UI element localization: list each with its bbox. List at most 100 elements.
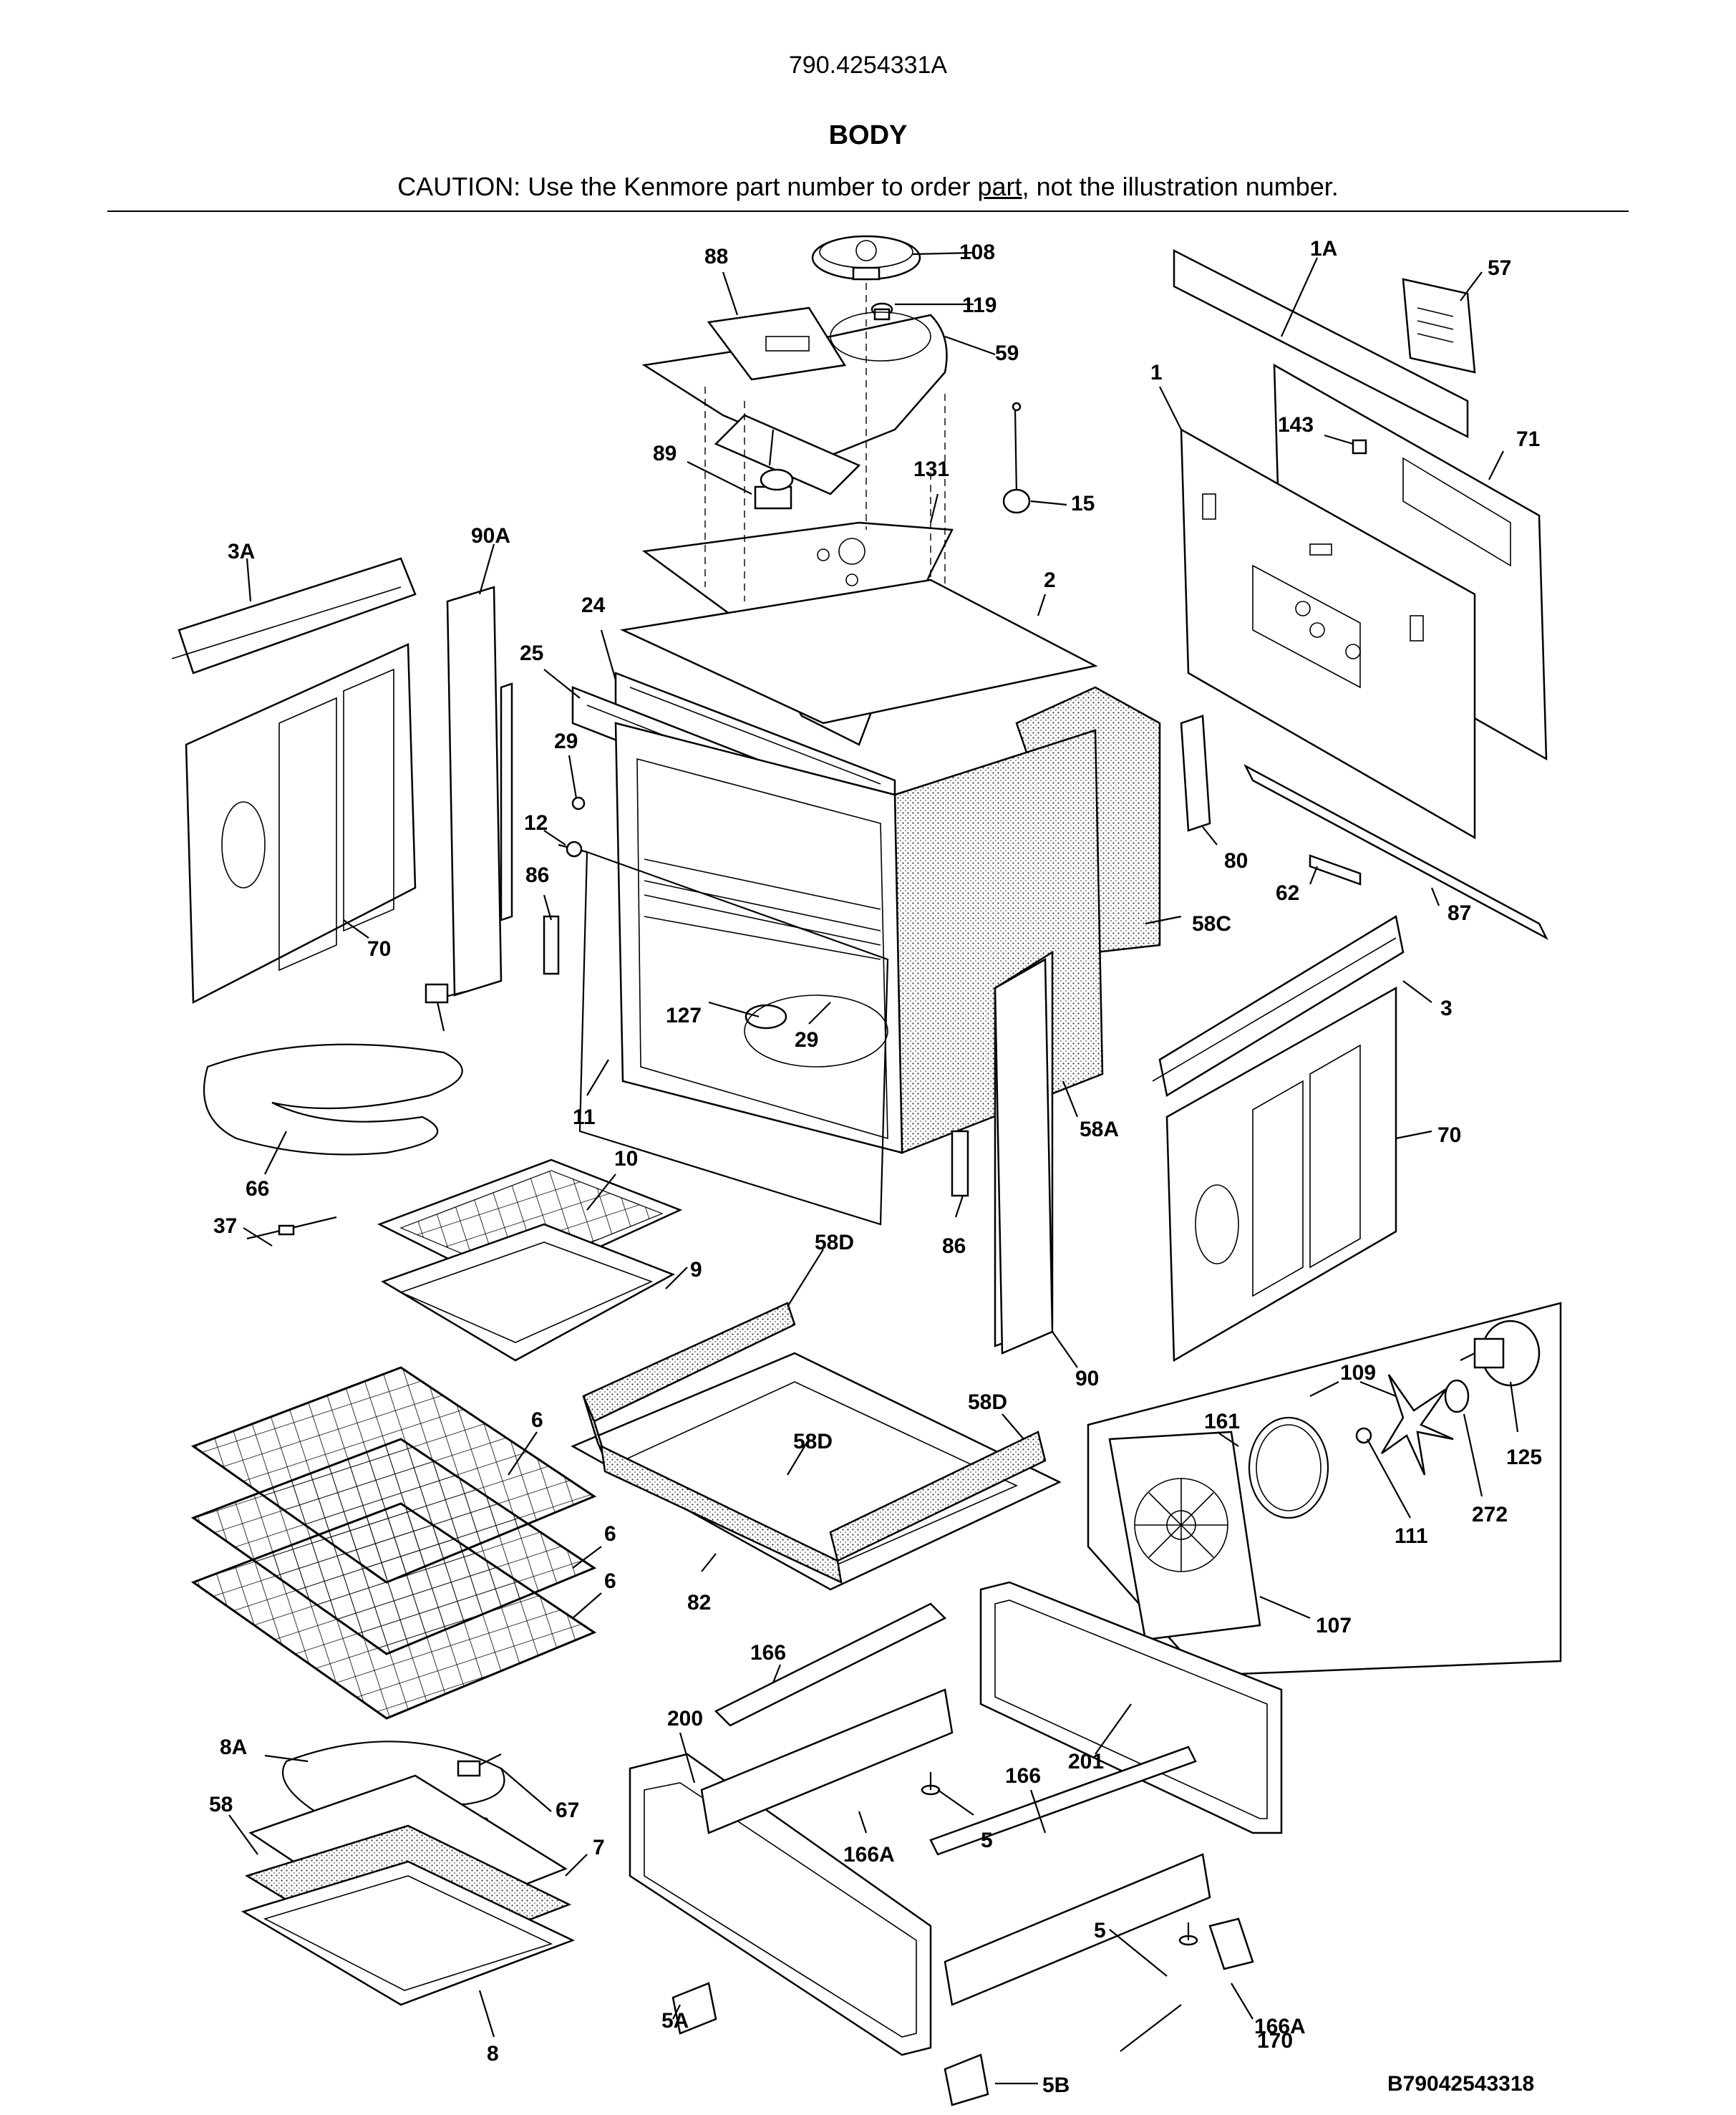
broil-element-66 [203,983,466,1156]
callout-12: 12 [524,811,548,835]
broil-pan-9 [381,1223,675,1362]
callout-25: 25 [520,642,543,665]
callout-127: 127 [666,1004,702,1027]
callout-7: 7 [593,1836,605,1859]
bracket-80 [1180,715,1211,832]
page-title: BODY [828,120,908,150]
callout-107: 107 [1316,1614,1352,1637]
callout-108: 108 [959,241,995,264]
callout-143: 143 [1278,413,1314,437]
cavity-top-panel-2 [619,579,1098,725]
callout-10: 10 [614,1147,638,1171]
callout-86-a: 86 [525,863,549,887]
callout-66: 66 [246,1177,269,1201]
fan-spacer-119 [871,302,893,321]
bracket-143 [1352,439,1367,455]
vent-cover-57 [1402,278,1476,374]
callout-71: 71 [1516,427,1540,451]
callout-3A: 3A [228,540,255,563]
fan-blade-109 [1380,1374,1454,1476]
callout-166A-a: 166A [843,1843,895,1867]
callout-1A: 1A [1310,237,1337,261]
callout-11: 11 [573,1105,596,1129]
callout-67: 67 [556,1799,579,1822]
caution-note: CAUTION: Use the Kenmore part number to … [0,172,1736,202]
callout-5-a: 5 [981,1829,993,1852]
top-rail-1A [1173,248,1469,439]
sensor-37 [246,1216,337,1240]
fan-cover-107 [1108,1431,1261,1641]
bottom-cover-8 [241,1860,576,2006]
callout-24: 24 [581,594,606,617]
terminal-block-62 [1309,854,1362,886]
side-panel-70-right [1165,986,1397,1363]
spacer-272 [1444,1379,1470,1413]
callout-161: 161 [1204,1410,1240,1433]
callout-109: 109 [1340,1361,1376,1385]
convection-fan-motor-108 [811,235,921,281]
header-divider [107,210,1629,212]
callout-166A-b: 166A [1254,2015,1306,2038]
model-number: 790.4254331A [788,52,948,79]
rear-panel-1 [1180,427,1476,840]
callout-62: 62 [1276,881,1299,905]
callout-37: 37 [213,1214,237,1238]
callout-9: 9 [690,1258,702,1282]
leveler-bracket-5A [671,1982,717,2035]
callout-272: 272 [1472,1503,1508,1526]
callout-58D-a: 58D [815,1231,854,1254]
callout-58D-c: 58D [793,1430,833,1453]
sensor-probe-15 [1002,402,1031,514]
callout-70-right: 70 [1437,1123,1461,1147]
screw-29 [571,796,586,810]
callout-170: 170 [1257,2029,1293,2053]
side-trim-90A [446,586,513,997]
callout-5-b: 5 [1094,1919,1106,1942]
callout-119: 119 [962,294,996,317]
callout-58: 58 [209,1793,233,1816]
callout-166-a: 166 [750,1641,786,1665]
side-panel-70-left [185,643,417,1005]
callout-5B: 5B [1042,2073,1070,2097]
callout-88: 88 [704,245,728,268]
callout-labels: 88 108 119 59 89 131 15 1A 57 1 143 71 2… [209,237,1542,2097]
callout-8A: 8A [220,1736,247,1759]
oven-rack-6c [190,1502,597,1720]
fan-motor-125 [1460,1320,1541,1387]
cross-rail-166b [929,1746,1197,1856]
callout-125: 125 [1506,1446,1542,1469]
drawing-code: B79042543318 [1387,2072,1534,2096]
callout-90A: 90A [471,524,510,548]
callout-6-a: 6 [531,1408,543,1432]
hinge-receptacle-86a [543,915,560,975]
callout-201: 201 [1068,1750,1104,1773]
leveler-bracket-5B [944,2053,989,2106]
anti-tip-bracket-170 [1208,1917,1254,1970]
rear-base-frame-201 [979,1581,1283,1834]
callout-59: 59 [995,342,1019,365]
callout-5A: 5A [661,2009,689,2033]
side-panel-3A [171,557,417,674]
callout-82: 82 [687,1591,711,1615]
light-socket-12 [558,841,588,858]
blower-housing-59 [641,311,948,495]
callout-2: 2 [1044,568,1056,592]
callout-29-a: 29 [554,730,578,753]
fan-element-161 [1248,1381,1339,1519]
callout-8: 8 [487,2042,499,2066]
side-panel-3 [1152,915,1405,1097]
callout-58C: 58C [1192,912,1231,936]
callout-3: 3 [1440,997,1453,1020]
rear-rail-87 [1243,764,1548,940]
callout-200: 200 [667,1707,703,1731]
callout-70-left: 70 [367,937,391,961]
cross-rail-166a [714,1602,947,1727]
callout-87: 87 [1448,901,1471,925]
caution-prefix: CAUTION: Use the Kenmore part number to … [397,172,978,201]
callout-111: 111 [1395,1524,1428,1548]
side-trim-90 [994,957,1054,1355]
callout-80: 80 [1224,849,1248,873]
callout-89: 89 [653,442,677,465]
callout-58A: 58A [1080,1118,1119,1141]
